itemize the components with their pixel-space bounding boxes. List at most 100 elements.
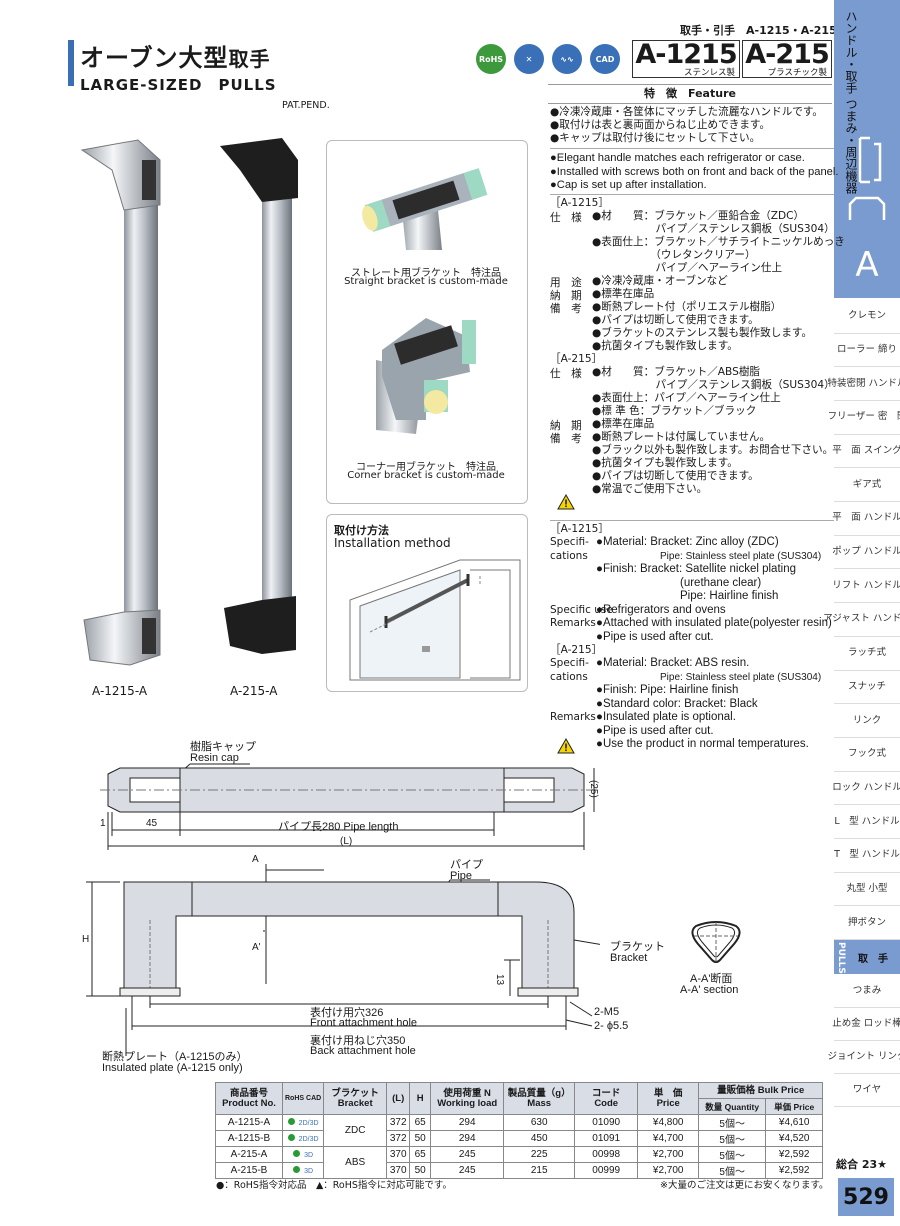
h-cell: 65 [409, 1146, 432, 1163]
dim-25: (25) [588, 780, 599, 798]
spec-line: ●抗菌タイプも製作致します。 [550, 457, 834, 470]
spec-line: ●Pipe is used after cut. [550, 631, 834, 645]
sidebar-item[interactable]: ギア式 [834, 468, 900, 503]
front-hole-en: Front attachment hole [310, 1017, 418, 1029]
spec-text: ●ブラケットのステンレス製も製作致します。 [592, 327, 813, 339]
spec-text: ●常温でご使用下さい。 [592, 483, 708, 495]
spec-text: （ウレタンクリアー） [592, 249, 756, 261]
cad-format: 3D [304, 1168, 314, 1175]
section-mark-a-prime: A' [252, 942, 261, 953]
straight-bracket-caption-en: Straight bracket is custom-made [344, 276, 508, 287]
sidebar-item[interactable]: 特装密閉 ハンドル [827, 367, 900, 402]
rohs-compliant-icon [293, 1150, 301, 1157]
th-bulk: 量販価格 Bulk Price [698, 1082, 824, 1099]
corner-bracket-image [376, 318, 476, 434]
spec-text: ●Pipe is used after cut. [596, 724, 714, 737]
sidebar-item[interactable]: 押ボタン [834, 906, 900, 940]
sidebar-item[interactable]: フリーザー 密 閉 [828, 401, 900, 435]
bulk-price-cell: ¥2,592 [765, 1146, 824, 1163]
spec-text: ●標 準 色：ブラケット／ブラック [592, 405, 757, 417]
spec-line: ●表面仕上：ブラケット／サチライトニッケルめっき [550, 236, 845, 249]
sidebar-item[interactable]: ロック ハンドル [832, 772, 900, 806]
features-en: ●Elegant handle matches each refrigerato… [550, 148, 838, 193]
sidebar-item[interactable]: スナッチ [834, 671, 900, 705]
insulated-plate-jp: 断熱プレート（A-1215のみ） [102, 1051, 248, 1063]
spec-line: ●Standard color: Bracket: Black [550, 698, 834, 712]
price-cell: ¥4,800 [637, 1114, 700, 1131]
sidebar-item[interactable]: ワイヤ [834, 1074, 900, 1107]
product-cell: A-1215-A [215, 1114, 283, 1131]
dim-13: 13 [494, 974, 505, 986]
sidebar-item[interactable]: つまみ [834, 975, 900, 1008]
installation-title-en: Installation method [334, 536, 451, 550]
dim-45: 45 [146, 818, 158, 829]
spec-line: 納 期●標準在庫品 [550, 418, 834, 432]
sidebar-item[interactable]: ラッチ式 [834, 637, 900, 671]
sidebar-item[interactable]: 平 面 スイング [832, 435, 900, 469]
sidebar-item-pulls-active[interactable] [834, 940, 900, 974]
sidebar-item[interactable]: 平 面 ハンドル [832, 502, 900, 536]
spec-text: ●パイプは切断して使用できます。 [592, 470, 759, 482]
spec-line: ●パイプは切断して使用できます。 [550, 314, 834, 327]
rohs-compliant-icon [287, 1118, 295, 1125]
spec-text: ●Finish: Bracket: Satellite nickel plati… [596, 563, 796, 575]
spec-text: ●Pipe is used after cut. [596, 630, 714, 643]
hole-phi55: 2- ϕ5.5 [594, 1020, 629, 1032]
spec-text: ●抗菌タイプも製作致します。 [592, 457, 738, 469]
resin-cap-label-en: Resin cap [190, 752, 239, 764]
code-cell: 00999 [574, 1162, 639, 1179]
qty-cell: 5個～ [698, 1114, 767, 1131]
spec-label: Remarks [550, 617, 596, 629]
bulk-price-cell: ¥2,592 [765, 1162, 824, 1179]
spec-line: 備 考●断熱プレートは付属していません。 [550, 431, 834, 445]
spec-text: ●標準在庫品 [592, 418, 655, 430]
stainless-badge-icon: ✕ [514, 44, 544, 74]
sidebar-item[interactable]: ポップ ハンドル [832, 536, 900, 570]
spec-line: ●表面仕上：パイプ／ヘアーライン仕上 [550, 392, 834, 405]
handle-category-icon [848, 136, 886, 220]
feature-en-line: ●Cap is set up after installation. [550, 179, 707, 191]
spec-text: ●Finish: Pipe: Hairline finish [596, 684, 739, 696]
sidebar-item[interactable]: T 型 ハンドル [834, 839, 900, 873]
spec-line: 仕 様●材 質：ブラケット／亜鉛合金（ZDC） [550, 210, 834, 224]
spec-label: 備 考 [550, 303, 582, 315]
spec-label: cations [550, 670, 588, 683]
rohs-cad-cell: 3D [281, 1162, 325, 1179]
spec-head-a215: ［A-215］ [550, 644, 603, 656]
rohs-compliant-icon [287, 1134, 295, 1141]
sidebar-item[interactable]: リンク [834, 704, 900, 738]
sidebar-item[interactable]: L 型 ハンドル [834, 805, 900, 839]
sidebar-item[interactable]: クレモン [834, 300, 900, 334]
sidebar-item[interactable]: リフト ハンドル [832, 569, 900, 604]
spec-text: ●冷凍冷蔵庫・オーブンなど [592, 275, 728, 287]
bracket-label-en: Bracket [610, 952, 648, 964]
feature-jp-line: ●キャップは取付け後にセットして下さい。 [550, 132, 761, 144]
spec-text: パイプ／ヘアーライン仕上 [592, 262, 783, 274]
spec-line: 備 考●断熱プレート付（ポリエステル樹脂） [550, 301, 834, 315]
table-note-rohs: ●：RoHS指令対応品 ▲：RoHS指令に対応可能です。 [216, 1180, 452, 1191]
sidebar-item[interactable]: ジョイント リンク [827, 1041, 900, 1074]
product-cell: A-1215-B [215, 1130, 283, 1147]
sidebar-item[interactable]: フック式 [834, 738, 900, 772]
spec-line: ●Finish: Pipe: Hairline finish [550, 684, 834, 698]
sidebar-item[interactable]: 丸型 小型 [834, 873, 900, 907]
spec-text: ●材 質：ブラケット／亜鉛合金（ZDC） [592, 210, 805, 222]
sidebar-item[interactable]: ローラー 締り [834, 334, 900, 368]
sidebar-item[interactable]: アジャスト ハンドル [823, 603, 900, 637]
spec-line: ●Pipe is used after cut. [550, 725, 834, 739]
spec-text: ●Refrigerators and ovens [596, 603, 726, 616]
sidebar-item[interactable]: 止め金 ロッド棒 [832, 1008, 900, 1041]
spec-text: ●断熱プレートは付属していません。 [592, 431, 771, 443]
spec-text: ●Standard color: Bracket: Black [596, 697, 758, 710]
spec-line: ●Finish: Bracket: Satellite nickel plati… [550, 563, 834, 577]
spec-head-a1215: ［A-1215］ [550, 197, 609, 209]
code-cell: 01091 [574, 1130, 639, 1147]
spec-text: (urethane clear) [680, 576, 762, 589]
